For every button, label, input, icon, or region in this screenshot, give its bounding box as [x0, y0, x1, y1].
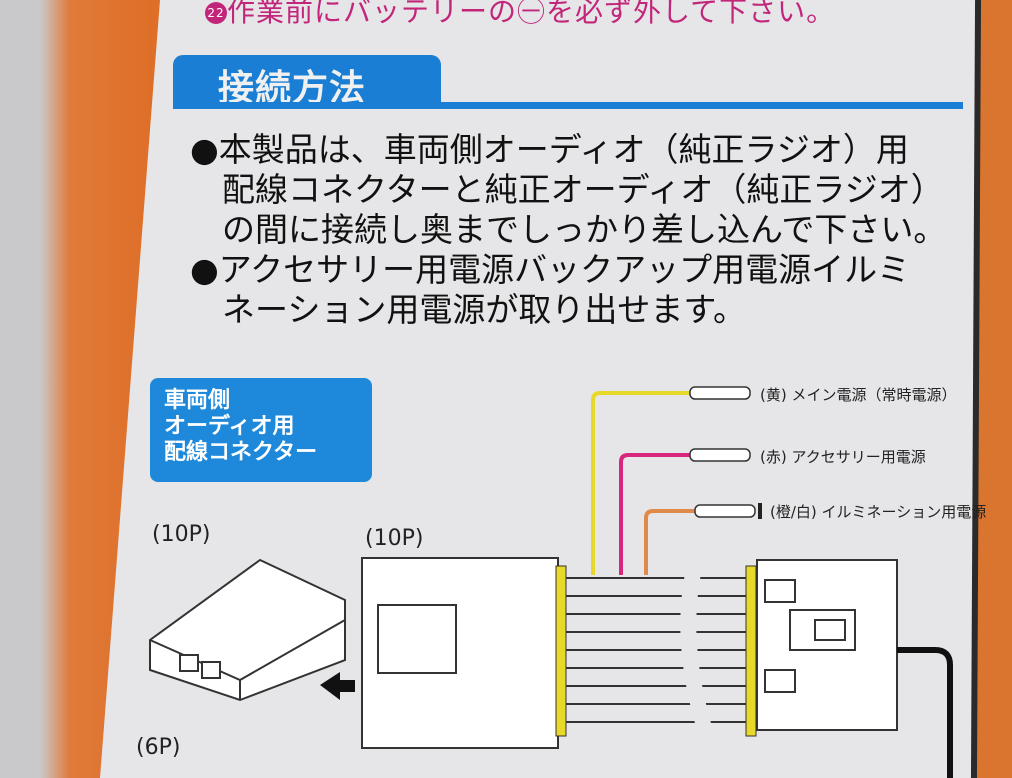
label-line: オーディオ用	[164, 414, 295, 439]
bullet-line: 配線コネクターと純正オーディオ（純正ラジオ）	[222, 170, 944, 209]
bullet-line: の間に接続し奥までしっかり差し込んで下さい。	[222, 210, 947, 249]
harness-connector-pins: (10P)	[365, 526, 424, 551]
wire-label-yellow: (黄) メイン電源（常時電源）	[760, 386, 957, 404]
section-underline	[173, 102, 963, 109]
label-line: 車両側	[164, 388, 231, 413]
harness-wires	[566, 577, 748, 723]
bullet-line: ●本製品は、車両側オーディオ（純正ラジオ）用	[190, 130, 909, 169]
vehicle-connector-label: 車両側 オーディオ用 配線コネクター	[150, 378, 372, 482]
wire-label-red: (赤) アクセサリー用電源	[760, 448, 926, 466]
lower-connector-pins: (6P)	[136, 735, 181, 760]
bullet-line: ●アクセサリー用電源バックアップ用電源イルミ	[190, 250, 911, 289]
vehicle-connector-pins: (10P)	[152, 522, 211, 547]
insert-arrow-icon	[320, 672, 355, 700]
red-wire	[619, 453, 690, 575]
harness-connector-icon	[361, 557, 559, 749]
warning-text: 作業前にバッテリーの㊀を必ず外して下さい。	[227, 0, 836, 28]
yellow-wire	[591, 391, 690, 575]
bullet-line: ネーション用電源が取り出せます。	[222, 290, 747, 329]
black-cable	[897, 647, 953, 778]
orange-white-wire	[644, 509, 695, 575]
instructions: ●本製品は、車両側オーディオ（純正ラジオ）用 配線コネクターと純正オーディオ（純…	[190, 130, 946, 330]
terminal-icons	[689, 386, 756, 518]
label-line: 配線コネクター	[164, 440, 318, 465]
battery-warning: 22作業前にバッテリーの㊀を必ず外して下さい。	[205, 0, 835, 30]
wire-label-orange-white: (橙/白) イルミネーション用電源	[770, 503, 987, 521]
yellow-band	[555, 565, 567, 737]
cut-break-mark	[680, 560, 716, 740]
warning-number: 22	[205, 2, 227, 24]
vehicle-connector-icon	[149, 558, 346, 702]
audio-connector-icon	[756, 559, 898, 731]
yellow-band	[745, 565, 757, 737]
